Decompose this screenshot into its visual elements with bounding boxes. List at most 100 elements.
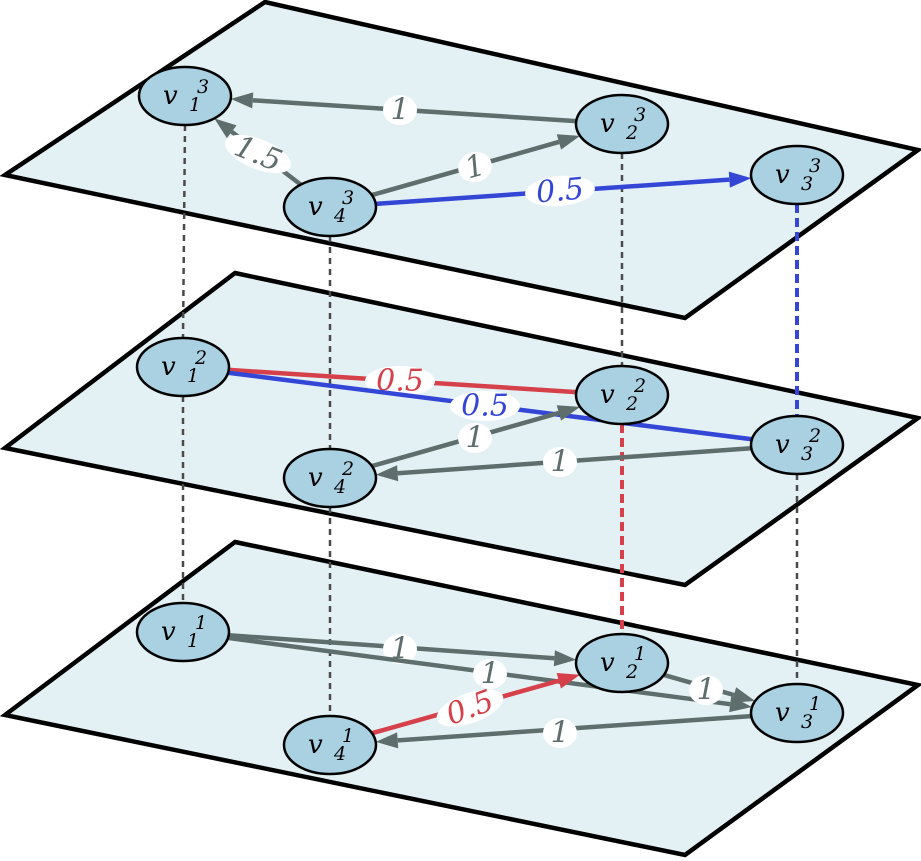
edge-arrowhead xyxy=(553,650,577,667)
edge-label: 1 xyxy=(689,673,723,708)
node-ellipse xyxy=(574,364,670,426)
node-ellipse xyxy=(749,144,845,206)
node-subscript: 1 xyxy=(187,365,199,387)
edge-label-background xyxy=(473,659,507,689)
edge-v3_1-v4_1: 1 xyxy=(375,713,752,751)
edge-v3_2-v4_2: 1 xyxy=(375,445,752,482)
node-ellipse xyxy=(574,632,670,694)
edge-label-background xyxy=(436,689,504,727)
edge-label-background xyxy=(225,134,291,174)
node-superscript: 2 xyxy=(341,458,354,480)
edge-arrowhead xyxy=(375,465,399,482)
node-subscript: 2 xyxy=(625,393,638,415)
edge-v2_3-v1_3: 1 xyxy=(230,92,577,128)
edge-label: 0.5 xyxy=(450,389,520,424)
edge-label-background xyxy=(450,391,520,421)
edge-arrowhead xyxy=(556,405,581,421)
node-subscript: 1 xyxy=(187,630,199,652)
node-superscript: 2 xyxy=(194,347,207,369)
node-superscript: 1 xyxy=(195,612,207,634)
node-name: v xyxy=(163,81,178,111)
node-ellipse xyxy=(749,414,845,476)
node-ellipse xyxy=(282,176,378,238)
edge-arrowhead xyxy=(556,673,580,689)
node-subscript: 1 xyxy=(189,94,201,116)
edge-label-background xyxy=(689,675,723,705)
edge-arrowhead xyxy=(375,732,399,749)
node-name: v xyxy=(161,352,176,382)
node-superscript: 2 xyxy=(808,425,821,447)
edge-label-background xyxy=(458,151,492,183)
edge-label-text: 1 xyxy=(550,445,569,480)
node-name: v xyxy=(775,698,790,728)
edge-label-background xyxy=(543,718,577,748)
node-subscript: 4 xyxy=(333,476,346,498)
edge-label: 1 xyxy=(383,93,417,128)
edge-label-text: 1 xyxy=(390,93,409,128)
edge-arrowhead xyxy=(556,134,581,150)
node-superscript: 2 xyxy=(633,375,646,397)
node-superscript: 1 xyxy=(809,693,821,715)
node-ellipse xyxy=(135,601,231,663)
node-name: v xyxy=(308,463,323,493)
edge-label-background xyxy=(383,95,417,125)
edge-v4_3-v3_3: 0.5 xyxy=(375,171,752,211)
node-subscript: 3 xyxy=(801,711,813,733)
node-name: v xyxy=(161,617,176,647)
edge-arrowhead xyxy=(214,118,237,139)
edge-label-background xyxy=(365,366,435,396)
node-subscript: 4 xyxy=(333,205,346,227)
node-name: v xyxy=(775,430,790,460)
node-name: v xyxy=(600,109,615,139)
edge-label: 1 xyxy=(543,445,577,480)
node-superscript: 3 xyxy=(809,155,821,177)
node-ellipse xyxy=(135,336,231,398)
edge-v4_3-v1_3: 1.5 xyxy=(214,118,303,187)
edge-v4_2-v2_2: 1 xyxy=(371,405,581,469)
edge-label-text: 1 xyxy=(480,657,499,692)
edge-v1_2-v3_2: 0.5 xyxy=(227,370,753,442)
node-name: v xyxy=(600,380,615,410)
node-superscript: 1 xyxy=(634,643,646,665)
edge-label: 1 xyxy=(458,421,492,456)
edge-v4_3-v2_3: 1 xyxy=(371,134,581,198)
node-ellipse xyxy=(282,447,378,509)
node-ellipse xyxy=(282,714,378,776)
edge-label-text: 0.5 xyxy=(535,171,586,210)
node-name: v xyxy=(308,192,323,222)
edge-label-text: 1 xyxy=(696,673,715,708)
node-ellipse xyxy=(137,65,233,127)
node-subscript: 3 xyxy=(801,173,813,195)
node-superscript: 3 xyxy=(634,104,646,126)
interlayer-link-v1_3-v1_2 xyxy=(181,124,187,339)
edge-label-background xyxy=(383,634,417,664)
node-superscript: 3 xyxy=(197,76,209,98)
node-superscript: 1 xyxy=(342,725,354,747)
node-name: v xyxy=(308,730,323,760)
edge-label-background xyxy=(543,447,577,477)
edge-label: 1 xyxy=(543,716,577,751)
node-ellipse xyxy=(574,93,670,155)
edge-label-text: 1 xyxy=(465,421,484,456)
node-ellipse xyxy=(749,682,845,744)
node-superscript: 3 xyxy=(342,187,354,209)
node-subscript: 3 xyxy=(801,443,813,465)
edge-label-text: 0.5 xyxy=(461,389,509,424)
node-subscript: 2 xyxy=(625,122,638,144)
edge-label-background xyxy=(525,175,595,207)
edge-label: 1 xyxy=(473,657,507,692)
